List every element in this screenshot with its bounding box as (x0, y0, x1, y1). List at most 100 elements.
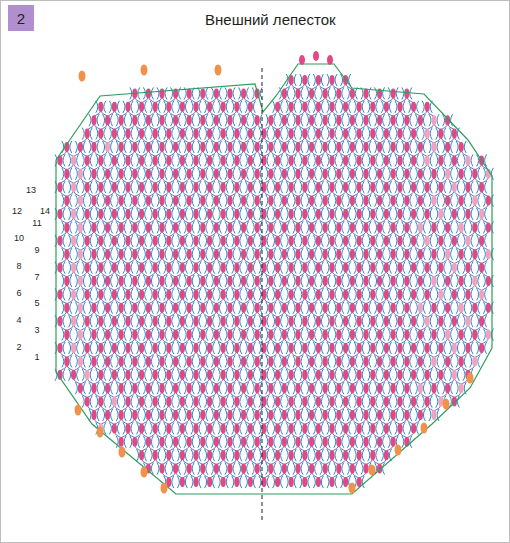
bead (316, 102, 321, 112)
bead (221, 102, 226, 112)
bead (295, 88, 300, 98)
bead (268, 142, 273, 152)
bead (357, 102, 362, 112)
bead (98, 129, 103, 139)
bead (214, 88, 219, 98)
bead (404, 88, 409, 98)
bead (193, 102, 198, 112)
bead (384, 102, 389, 112)
bead (173, 142, 178, 152)
bead (329, 129, 334, 139)
bead (316, 75, 321, 85)
bead (404, 115, 409, 125)
bead (282, 142, 287, 152)
bead (289, 102, 294, 112)
bead (255, 142, 260, 152)
bead (214, 115, 219, 125)
bead (329, 75, 334, 85)
bead (363, 115, 368, 125)
bead (411, 102, 416, 112)
bead (234, 129, 239, 139)
bead (336, 88, 341, 98)
bead (350, 115, 355, 125)
bead (343, 102, 348, 112)
bead (119, 142, 124, 152)
bead (350, 88, 355, 98)
bead (227, 88, 232, 98)
bead (105, 142, 110, 152)
bead (119, 115, 124, 125)
bead (153, 102, 158, 112)
bead (425, 102, 430, 112)
bead (323, 115, 328, 125)
bead (275, 102, 280, 112)
bead (159, 115, 164, 125)
bead (91, 115, 96, 125)
bead (329, 102, 334, 112)
bead (112, 129, 117, 139)
bead (397, 129, 402, 139)
bead (302, 102, 307, 112)
bead (227, 115, 232, 125)
bead (275, 129, 280, 139)
bead (248, 102, 253, 112)
bead (112, 102, 117, 112)
bead (241, 115, 246, 125)
bead (431, 115, 436, 125)
bead (91, 142, 96, 152)
bead (193, 129, 198, 139)
bead (316, 129, 321, 139)
bead (146, 115, 151, 125)
bead (377, 115, 382, 125)
bead (146, 142, 151, 152)
bead (166, 129, 171, 139)
bead (187, 115, 192, 125)
bead (166, 102, 171, 112)
bead (234, 102, 239, 112)
bead (411, 129, 416, 139)
bead (255, 115, 260, 125)
bead (302, 129, 307, 139)
bead (200, 88, 205, 98)
bead (187, 142, 192, 152)
bead (207, 102, 212, 112)
bead (452, 129, 457, 139)
bead (146, 88, 151, 98)
bead (309, 88, 314, 98)
bead (370, 129, 375, 139)
bead (384, 129, 389, 139)
bead (309, 115, 314, 125)
bead (282, 115, 287, 125)
bead (125, 102, 130, 112)
bead (323, 88, 328, 98)
bead (221, 129, 226, 139)
bead (139, 129, 144, 139)
bead (268, 115, 273, 125)
bead (173, 115, 178, 125)
bead (132, 142, 137, 152)
bead (295, 115, 300, 125)
bead (214, 142, 219, 152)
bead (125, 129, 130, 139)
bead (200, 142, 205, 152)
bead (200, 115, 205, 125)
bead (159, 88, 164, 98)
bead (425, 129, 430, 139)
bead (227, 142, 232, 152)
bead (180, 102, 185, 112)
bead (357, 129, 362, 139)
bead (248, 129, 253, 139)
bead (391, 88, 396, 98)
bead (132, 115, 137, 125)
bead (241, 88, 246, 98)
bead (98, 102, 103, 112)
bead (370, 102, 375, 112)
bead (282, 88, 287, 98)
bead (302, 75, 307, 85)
bead (159, 142, 164, 152)
bead (391, 115, 396, 125)
bead (336, 115, 341, 125)
bead (78, 142, 83, 152)
bead (105, 115, 110, 125)
